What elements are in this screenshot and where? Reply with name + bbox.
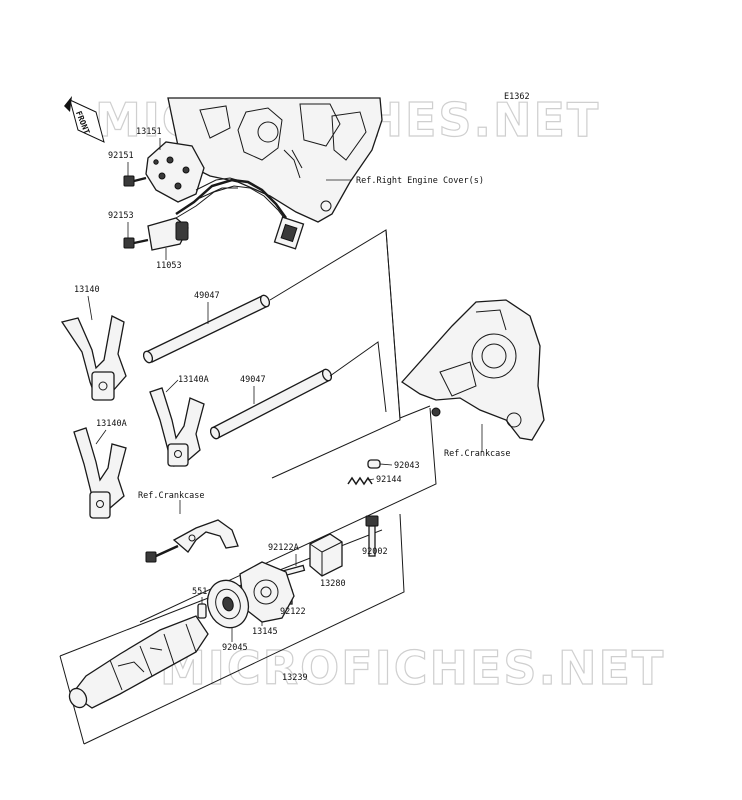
shift-rod-49047-upper <box>142 294 271 364</box>
sensor-plate-13151 <box>145 141 245 203</box>
bolt-92153-icon <box>123 237 149 249</box>
crankcase-drawing <box>401 299 545 441</box>
part-92002: 92002 <box>362 547 388 557</box>
part-13280: 13280 <box>320 579 346 589</box>
pin-551-icon <box>197 603 207 619</box>
stopper-13280 <box>309 533 343 577</box>
part-49047-lower: 49047 <box>240 375 266 385</box>
ref-right-engine-cover: Ref.Right Engine Cover(s) <box>356 176 484 186</box>
part-13239: 13239 <box>282 673 308 683</box>
part-92144: 92144 <box>376 475 402 485</box>
part-13145: 13145 <box>252 627 278 637</box>
part-13140a-lower: 13140A <box>96 419 127 429</box>
part-92153: 92153 <box>108 211 134 221</box>
part-92151: 92151 <box>108 151 134 161</box>
shift-fork-13140a-upper <box>149 387 205 467</box>
shift-fork-13140 <box>60 315 127 401</box>
wire-harness <box>175 178 305 250</box>
plug-92043-icon <box>367 459 381 469</box>
part-92122: 92122 <box>280 607 306 617</box>
sensor-11053 <box>147 217 189 251</box>
diagram-code: E1362 <box>504 92 530 102</box>
bearing-92045 <box>206 579 250 629</box>
part-92122a: 92122A <box>268 543 299 553</box>
bolt-92002-icon <box>365 515 379 557</box>
part-551: 551 <box>192 587 207 597</box>
bracket-drawing <box>145 519 239 563</box>
front-arrow-icon: FRONT <box>64 96 105 143</box>
part-49047-upper: 49047 <box>194 291 220 301</box>
part-92045: 92045 <box>222 643 248 653</box>
ref-crankcase-left: Ref.Crankcase <box>138 491 205 501</box>
ref-crankcase-right: Ref.Crankcase <box>444 449 511 459</box>
part-92043: 92043 <box>394 461 420 471</box>
part-13140a-upper: 13140A <box>178 375 209 385</box>
part-11053: 11053 <box>156 261 182 271</box>
shift-drum-13239 <box>68 615 209 709</box>
bolt-92151-icon <box>123 175 147 187</box>
spring-92144-icon <box>347 476 373 486</box>
shift-fork-13140a-lower <box>73 427 127 519</box>
shift-rod-49047-lower <box>209 368 333 440</box>
part-13151: 13151 <box>136 127 162 137</box>
part-13140: 13140 <box>74 285 100 295</box>
